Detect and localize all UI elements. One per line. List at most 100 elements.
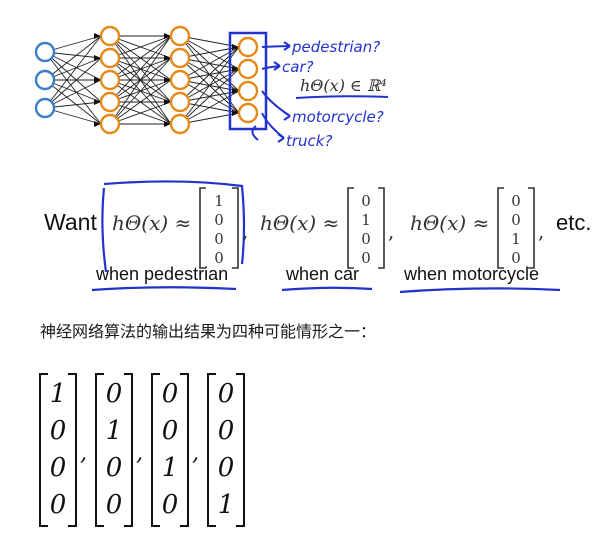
edge-arrowhead-1-1 [94, 55, 101, 61]
edge-arrowhead-2-0 [164, 33, 171, 39]
case-1-cell-1: 0 [214, 211, 224, 229]
want-label: Want [44, 209, 97, 235]
case-2-cell-1: 1 [361, 211, 371, 229]
edge-1-3-0 [109, 35, 172, 103]
edge-1-4-1 [109, 57, 172, 125]
output-arrows [261, 41, 291, 143]
node-1-1 [99, 47, 121, 69]
case-1-cell-3: 0 [214, 249, 224, 267]
node-0-2 [34, 97, 56, 119]
case-3-cell-1: 0 [511, 211, 521, 229]
edge-1-4-2 [109, 79, 172, 125]
output-arrowhead-1 [273, 61, 281, 71]
node-1-3 [99, 91, 121, 113]
vector-2-right-bracket [180, 373, 189, 527]
vector-0-left-bracket [39, 373, 48, 527]
edge-arrowhead-2-4 [164, 121, 171, 127]
edge-arrowhead-2-3 [164, 99, 171, 105]
edge-arrowhead-3-2 [232, 88, 239, 94]
network-nodes [34, 25, 259, 135]
edge-0-2-2 [44, 79, 102, 109]
edge-1-4-3 [109, 101, 172, 125]
edge-1-4-0 [109, 35, 172, 125]
edge-0-2-1 [44, 57, 102, 109]
vector-2-cell-2: 1 [162, 453, 179, 483]
vector-0-comma: , [80, 441, 87, 466]
edge-arrowhead-2-1 [164, 55, 171, 61]
edge-0-2-0 [44, 35, 102, 109]
vector-1-cell-0: 0 [106, 379, 123, 409]
edge-0-0-4 [44, 51, 102, 125]
node-2-1 [169, 47, 191, 69]
case-2-label: when car [285, 264, 359, 284]
case-1-underline [91, 286, 237, 292]
output-layer-box [228, 31, 268, 131]
edge-0-1-0 [44, 35, 102, 81]
edge-arrowhead-3-3 [232, 110, 239, 116]
network-edges [44, 33, 240, 127]
output-label-motorcycle: motorcycle? [292, 108, 384, 126]
vector-2-cell-0: 0 [162, 379, 179, 409]
edge-arrowhead-1-0 [94, 33, 101, 39]
node-3-2 [237, 80, 259, 102]
etc-label: etc. [556, 210, 591, 235]
vector-0-cell-0: 1 [50, 379, 67, 409]
edge-arrowhead-2-2 [164, 77, 171, 83]
vector-0-right-bracket [68, 373, 77, 527]
highlight-box [101, 180, 246, 273]
vector-1-cell-1: 1 [106, 416, 123, 446]
case-2-cell-0: 0 [361, 192, 371, 210]
node-2-2 [169, 69, 191, 91]
case-2-cell-3: 0 [361, 249, 371, 267]
vector-2-left-bracket [151, 373, 160, 527]
case-3-underline [399, 287, 561, 294]
want-equation-panel: Want hΘ(x) ≈ 1 0 0 0 , when pedestrian h… [0, 168, 615, 300]
edge-arrowhead-1-3 [94, 99, 101, 105]
case-3-cell-2: 1 [511, 230, 521, 248]
case-1-cell-0: 1 [214, 192, 224, 210]
vector-1-left-bracket [95, 373, 104, 527]
node-2-3 [169, 91, 191, 113]
case-2-brackets [347, 187, 385, 269]
edge-arrowhead-1-4 [94, 121, 101, 127]
want-equation: Want hΘ(x) ≈ 1 0 0 0 , when pedestrian h… [44, 180, 591, 294]
edge-arrowhead-1-2 [94, 77, 101, 83]
node-0-1 [34, 69, 56, 91]
vector-1-cell-3: 0 [106, 490, 123, 520]
case-1-cell-2: 0 [214, 230, 224, 248]
node-1-0 [99, 25, 121, 47]
case-1-comma: , [242, 219, 248, 243]
case-2-lhs: hΘ(x) ≈ [260, 211, 339, 235]
vector-3-cell-1: 0 [218, 416, 235, 446]
case-3-lhs: hΘ(x) ≈ [410, 211, 489, 235]
vector-0-cell-2: 0 [50, 453, 67, 483]
edge-arrowhead-3-0 [232, 44, 239, 50]
node-3-1 [237, 58, 259, 80]
vector-2-cell-3: 0 [162, 490, 179, 520]
node-0-0 [34, 41, 56, 63]
edge-0-1-4 [44, 79, 102, 125]
vector-0-cell-1: 0 [50, 416, 67, 446]
vector-1-cell-2: 0 [106, 453, 123, 483]
vector-3-cell-0: 0 [218, 379, 235, 409]
vector-0-cell-3: 0 [50, 490, 67, 520]
network-diagram: pedestrian? car? hΘ(x) ∈ ℝ⁴ motorcycle? … [34, 25, 389, 150]
case-2-cell-2: 0 [361, 230, 371, 248]
case-2-comma: , [388, 219, 394, 243]
edge-0-0-3 [44, 51, 102, 103]
node-2-4 [169, 113, 191, 135]
vector-2-comma: , [192, 441, 199, 466]
case-1-lhs: hΘ(x) ≈ [112, 211, 191, 235]
case-3-cell-0: 0 [511, 192, 521, 210]
network-diagram-panel: pedestrian? car? hΘ(x) ∈ ℝ⁴ motorcycle? … [0, 0, 615, 160]
truck-curl-arrow [251, 125, 259, 141]
output-label-truck: truck? [286, 132, 332, 150]
case-3-comma: , [538, 219, 544, 243]
node-1-4 [99, 113, 121, 135]
edge-0-0-2 [44, 51, 102, 81]
vector-3-cell-3: 1 [218, 490, 235, 520]
edge-1-2-0 [109, 35, 172, 81]
output-arrow-0 [261, 45, 291, 48]
